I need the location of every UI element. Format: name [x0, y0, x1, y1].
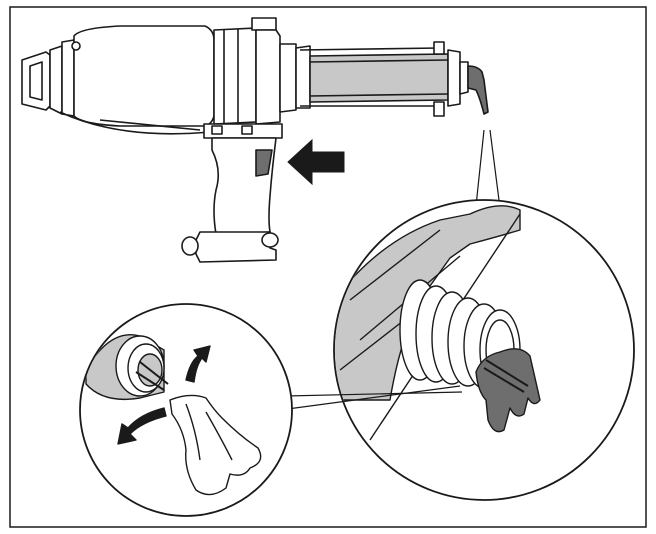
motor-body: [73, 25, 215, 127]
rotation-arrow-up: [185, 345, 211, 383]
trigger-grip: [181, 123, 283, 263]
caulking-gun: [21, 17, 311, 135]
cartridge-tube: [299, 41, 489, 117]
detail-callout-cleaning: [79, 303, 293, 517]
sealant-bead: [475, 348, 541, 433]
callout-leader-cleaning-2: [285, 391, 463, 397]
rotation-arrow-left: [117, 407, 167, 445]
nozzle: [467, 65, 489, 115]
cleaning-cloth: [169, 394, 262, 496]
callout-leader-cleaning: [279, 385, 461, 411]
detail-callout-nozzle: [333, 199, 635, 501]
trigger: [255, 149, 273, 177]
direction-arrow: [287, 138, 345, 186]
callout-leader-nozzle: [475, 129, 501, 209]
